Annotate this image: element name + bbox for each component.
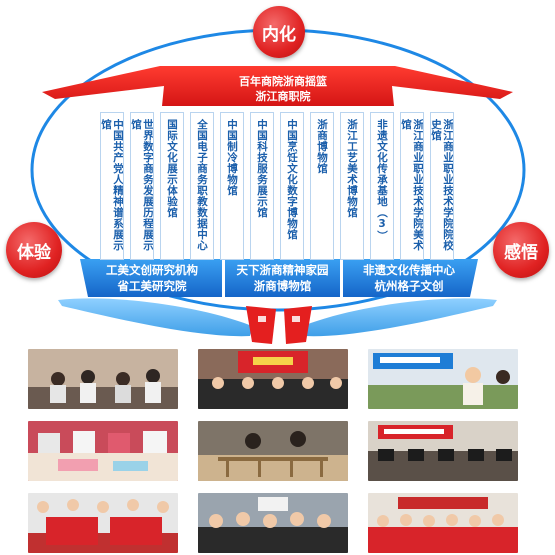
school-title-line1: 百年商院浙商摇篮 [239, 75, 327, 88]
pillar-4: 全国电子商务职教数据中心 [190, 112, 214, 260]
platform-crafts-line2: 省工美研究院 [117, 279, 187, 293]
pillar-7: 中国烹饪文化数字博物馆 [280, 112, 304, 260]
workshop-table-photo [28, 421, 178, 481]
cuff-button-right [292, 316, 300, 322]
badge-experience: 体验 [6, 222, 62, 278]
platform-zheshang-line1: 天下浙商精神家园 [236, 263, 329, 277]
platform-zheshang-museum: 天下浙商精神家园 浙商博物馆 [225, 259, 340, 297]
pillar-11: 浙江商业职业技术学院美术馆 [400, 112, 424, 260]
training-practice-photo [368, 349, 518, 409]
platform-plate-right [343, 259, 478, 297]
pillar-6: 中国科技服务展示馆 [250, 112, 274, 260]
platform-heritage-center: 非遗文化传播中心 杭州格子文创 [343, 259, 475, 297]
school-title-line2: 浙江商职院 [255, 90, 311, 103]
craft-model-photo [198, 421, 348, 481]
red-vest-group-photo [368, 493, 518, 553]
badge-comprehension: 感悟 [493, 222, 549, 278]
red-roof-banner [42, 66, 513, 106]
platform-plate-middle [225, 259, 340, 297]
left-red-cuff [246, 306, 276, 344]
volunteer-group-photo [28, 493, 178, 553]
platform-crafts-institute: 工美文创研究机构 省工美研究院 [84, 259, 220, 297]
pillar-8: 浙商博物馆 [310, 112, 334, 260]
pillar-10: 非遗文化传承基地（3） [370, 112, 394, 260]
pillar-3: 国际文化展示体验馆 [160, 112, 184, 260]
platform-zheshang-line2: 浙商博物馆 [253, 279, 312, 293]
pillar-1: 中国共产党人精神谱系展示馆 [100, 112, 124, 260]
platform-plate-left [80, 259, 222, 297]
badge-internalize: 内化 [253, 6, 305, 58]
pillar-12: 浙江商业职业技术学院院校史馆 [430, 112, 454, 260]
platform-heritage-line2: 杭州格子文创 [374, 279, 444, 293]
student-group-photo [198, 493, 348, 553]
platform-crafts-line1: 工美文创研究机构 [106, 263, 198, 277]
right-red-cuff [284, 306, 312, 344]
pillar-5: 中国制冷博物馆 [220, 112, 244, 260]
computer-lab-photo [368, 421, 518, 481]
cuff-button-left [258, 316, 266, 322]
left-hand-shape [58, 298, 252, 337]
pillar-2: 世界数字商务发展历程展示馆 [130, 112, 154, 260]
platform-heritage-line1: 非遗文化传播中心 [363, 263, 455, 277]
ceremony-photo [198, 349, 348, 409]
pillar-9: 浙江工艺美术博物馆 [340, 112, 364, 260]
school-title: 百年商院浙商摇篮 浙江商职院 [216, 74, 350, 104]
classroom-photo [28, 349, 178, 409]
right-hand-shape [303, 298, 497, 337]
